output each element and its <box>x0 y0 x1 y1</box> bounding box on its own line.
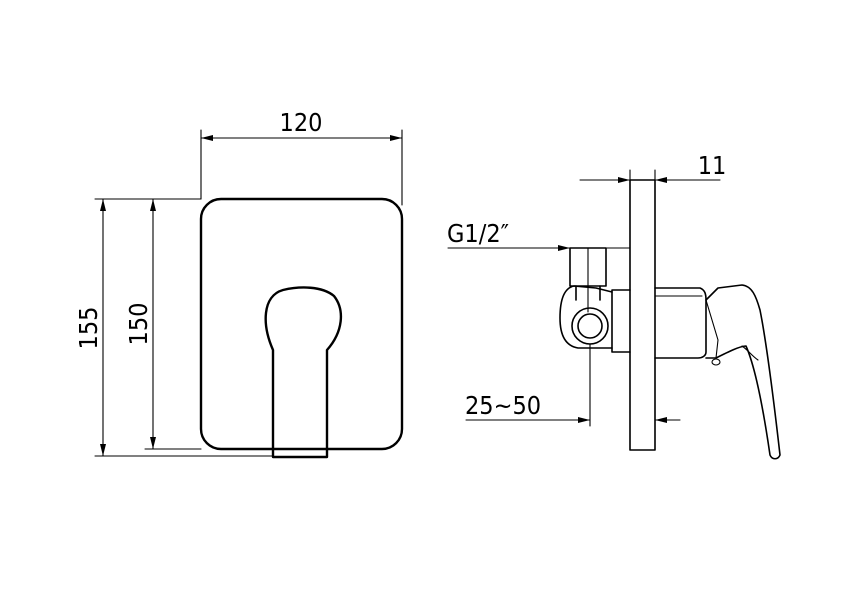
outlet-ring-inner <box>577 313 603 339</box>
thread-label: G1/2″ <box>447 219 509 248</box>
depth-dimension-label: 25~50 <box>465 391 541 420</box>
front-view: 120 155 150 <box>74 108 404 459</box>
lever-detail <box>705 299 759 361</box>
thickness-dimension-label: 11 <box>698 151 727 180</box>
lever-pivot <box>711 358 721 366</box>
side-view: 11 G1/2″ 25~50 <box>447 151 781 460</box>
valve-body <box>611 289 631 353</box>
cover-plate <box>199 197 404 451</box>
thread-stub-lower <box>575 285 601 301</box>
inner-height-dimension-label: 150 <box>124 303 153 346</box>
outer-height-dimension-label: 155 <box>74 307 103 350</box>
pipe-connector <box>559 285 613 349</box>
width-dimension-label: 120 <box>280 108 323 137</box>
side-plate <box>629 179 656 451</box>
cartridge-body <box>654 287 707 359</box>
lever-handle <box>264 286 343 459</box>
lever-side-profile <box>705 284 781 460</box>
